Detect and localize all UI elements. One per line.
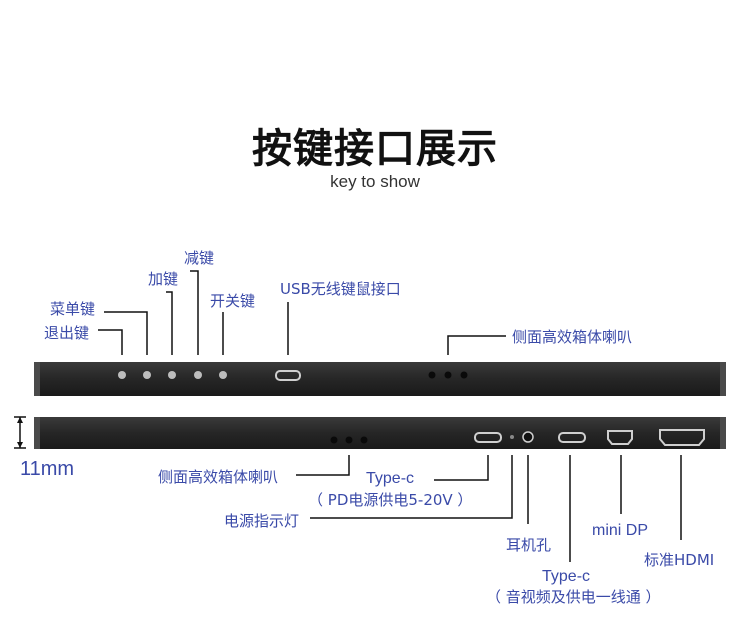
speaker-hole <box>330 436 338 444</box>
label-top-speaker: 侧面高效箱体喇叭 <box>512 328 633 346</box>
plus-button <box>168 371 176 379</box>
monitor-top-edge <box>34 362 726 396</box>
label-typec-pd-desc: （ PD电源供电5-20V ） <box>308 491 473 509</box>
label-power-led: 电源指示灯 <box>224 512 300 530</box>
label-typec-pd: Type-c <box>366 470 415 487</box>
power-led <box>510 435 514 439</box>
label-usb-receiver: USB无线键鼠接口 <box>280 280 401 298</box>
minus-button <box>194 371 202 379</box>
page-subtitle: key to show <box>330 172 420 191</box>
label-hdmi: 标准HDMI <box>644 551 715 569</box>
typec-pd-port <box>474 432 502 443</box>
label-plus-button: 加键 <box>148 270 179 288</box>
exit-button <box>118 371 126 379</box>
label-bottom-speaker: 侧面高效箱体喇叭 <box>158 468 279 486</box>
label-menu-button: 菜单键 <box>50 300 96 318</box>
menu-button <box>143 371 151 379</box>
hdmi-port <box>659 429 705 446</box>
speaker-hole <box>428 371 436 379</box>
speaker-hole <box>360 436 368 444</box>
label-minidp: mini DP <box>592 522 649 539</box>
thickness-marker <box>14 416 26 449</box>
top-leader-lines <box>98 270 506 355</box>
usb-port <box>275 370 301 381</box>
typec-av-port <box>558 432 586 443</box>
power-button <box>219 371 227 379</box>
speaker-hole <box>444 371 452 379</box>
label-minus-button: 减键 <box>184 249 215 267</box>
speaker-hole <box>460 371 468 379</box>
headphone-jack <box>522 431 534 443</box>
label-typec-av-desc: （ 音视频及供电一线通 ） <box>486 588 661 606</box>
monitor-bottom-edge <box>34 417 726 449</box>
label-power-button: 开关键 <box>210 292 256 310</box>
bottom-leader-lines <box>296 455 682 562</box>
label-headphone-jack: 耳机孔 <box>506 536 552 554</box>
thickness-label: 11mm <box>20 458 75 480</box>
speaker-hole <box>345 436 353 444</box>
minidp-port <box>607 430 633 445</box>
label-exit-button: 退出键 <box>44 324 90 342</box>
label-typec-av: Type-c <box>542 568 591 585</box>
page-title: 按键接口展示 <box>252 126 498 172</box>
